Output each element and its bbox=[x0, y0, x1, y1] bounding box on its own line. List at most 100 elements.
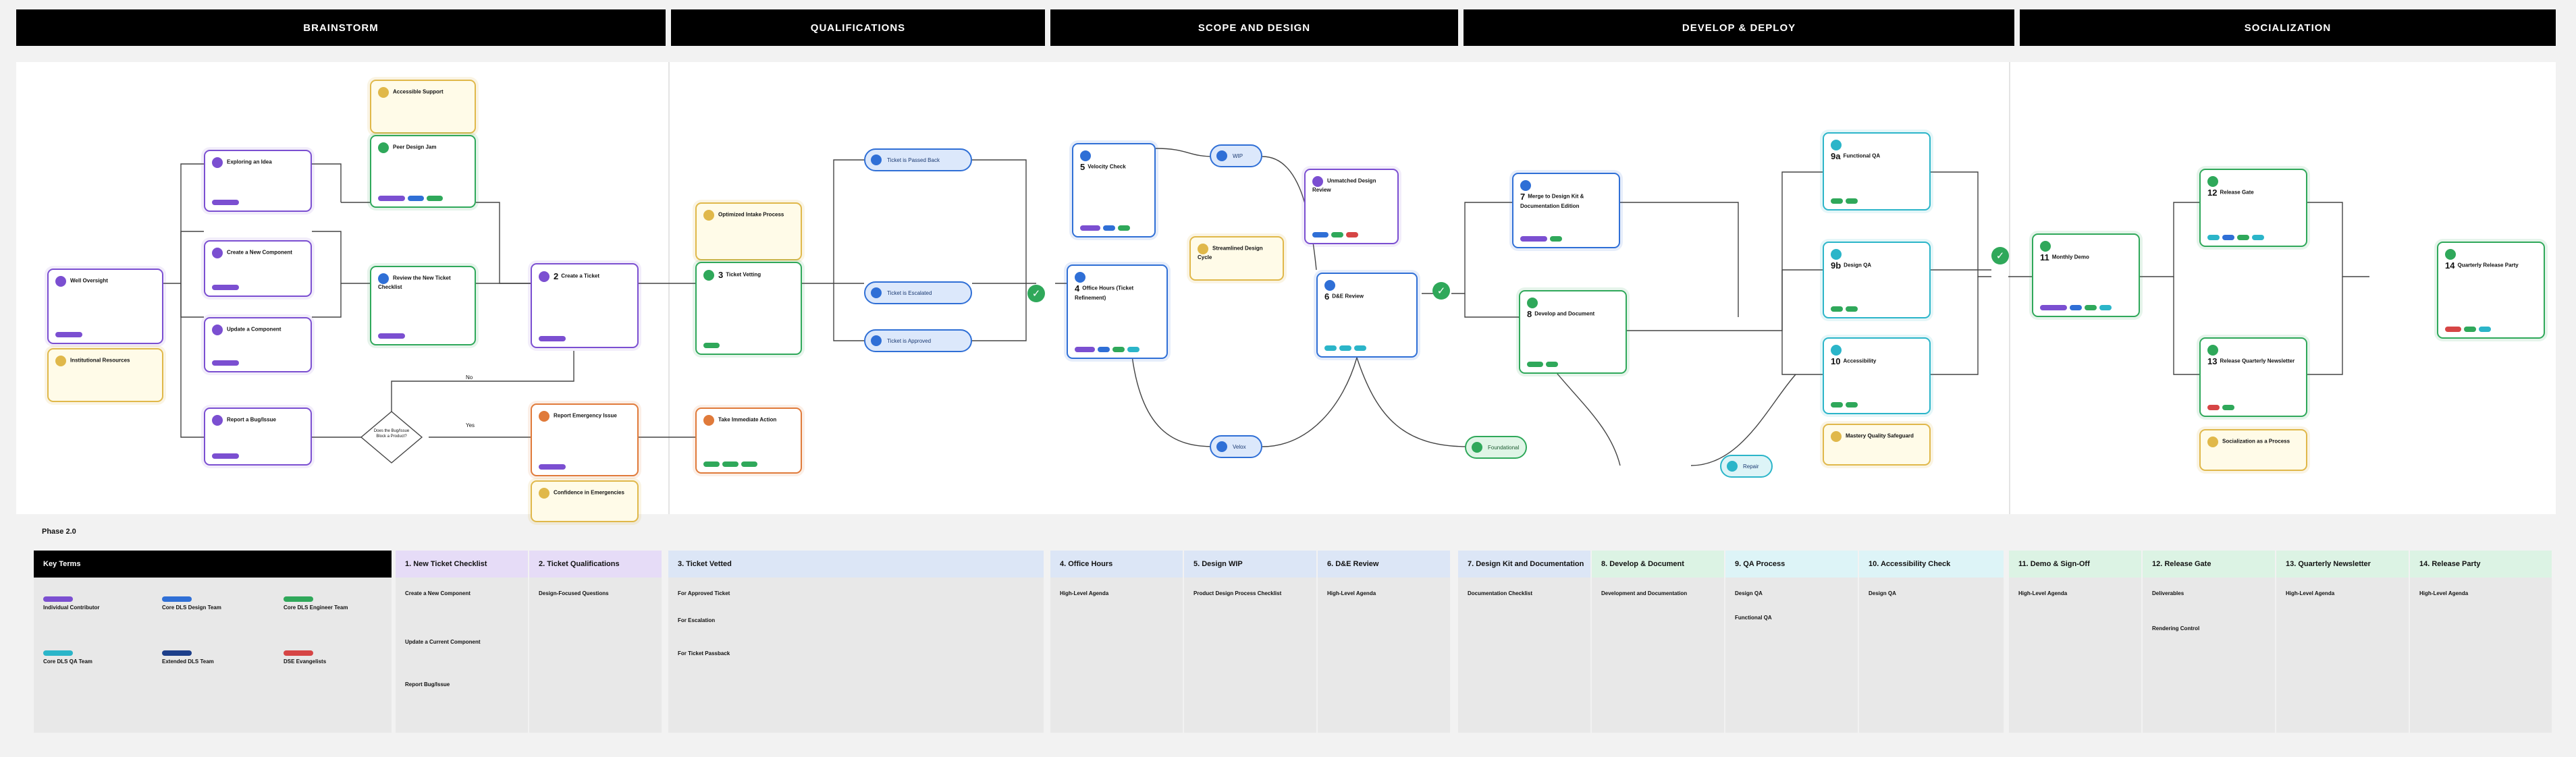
key-term-item: Core DLS QA Team bbox=[43, 650, 92, 665]
band-title: 13. Quarterly Newsletter bbox=[2276, 551, 2409, 578]
card-well-oversight[interactable]: Well Oversight bbox=[47, 269, 163, 344]
card-title: Develop and Document bbox=[1534, 310, 1595, 317]
step-number: 4 bbox=[1075, 283, 1080, 293]
card-unmatched-review[interactable]: Unmatched Design Review bbox=[1304, 169, 1399, 244]
review-check-icon: ✓ bbox=[1432, 282, 1450, 300]
pill-label: Ticket is Approved bbox=[887, 337, 932, 344]
card-title: Unmatched Design Review bbox=[1312, 177, 1376, 193]
flow-connectors bbox=[162, 148, 2369, 466]
pill-label: Ticket is Escalated bbox=[887, 289, 932, 296]
phase-divider bbox=[2009, 62, 2010, 514]
band-title: Key Terms bbox=[34, 551, 392, 578]
card-report-emergency[interactable]: Report Emergency Issue bbox=[531, 403, 639, 476]
band-title: 6. D&E Review bbox=[1318, 551, 1450, 578]
step-badge bbox=[55, 276, 66, 287]
step-number: 9b bbox=[1831, 260, 1842, 271]
key-term-item: Core DLS Design Team bbox=[162, 596, 221, 611]
pill-repair[interactable]: Repair bbox=[1720, 455, 1773, 478]
card-title: Streamlined Design Cycle bbox=[1198, 245, 1263, 260]
pill-label: Foundational bbox=[1488, 444, 1520, 451]
card-create-component[interactable]: Create a New Component bbox=[204, 240, 312, 297]
card-title: Merge to Design Kit & Documentation Edit… bbox=[1520, 193, 1584, 209]
decision-text: Does the Bug/Issue Block a Product? bbox=[373, 429, 410, 439]
card-title: Velocity Check bbox=[1088, 163, 1126, 170]
card-title: Design QA bbox=[1844, 262, 1872, 269]
card-institutional-resources[interactable]: Institutional Resources bbox=[47, 348, 163, 402]
card-socialization-process[interactable]: Socialization as a Process bbox=[2199, 429, 2307, 471]
card-mastery-quality[interactable]: Mastery Quality Safeguard bbox=[1823, 424, 1931, 466]
card-accessible-support[interactable]: Accessible Support bbox=[370, 80, 476, 134]
card-title: Update a Component bbox=[227, 326, 281, 333]
card-peer-design-jam[interactable]: Peer Design Jam bbox=[370, 135, 476, 208]
band-key-terms: Key Terms bbox=[34, 551, 392, 733]
pill-ticket-escalated[interactable]: Ticket is Escalated bbox=[864, 281, 972, 304]
band-ticket-qualifications: 2. Ticket Qualifications Design-Focused … bbox=[529, 551, 662, 733]
step-number: 8 bbox=[1527, 309, 1532, 319]
ticket-dot-icon bbox=[871, 335, 882, 346]
card-title: Monthly Demo bbox=[2051, 254, 2089, 260]
pill-label: WIP bbox=[1233, 152, 1243, 159]
card-title: Report Emergency Issue bbox=[554, 412, 617, 419]
key-term-item: Core DLS Engineer Team bbox=[284, 596, 348, 611]
card-title: Release Gate bbox=[2220, 189, 2254, 196]
pill-velox[interactable]: Velox bbox=[1210, 435, 1262, 458]
band-title: 4. Office Hours bbox=[1050, 551, 1183, 578]
card-title: Accessibility bbox=[1843, 358, 1877, 364]
card-title: Peer Design Jam bbox=[393, 144, 437, 150]
key-term-item: Extended DLS Team bbox=[162, 650, 214, 665]
card-title: Review the New Ticket Checklist bbox=[378, 275, 451, 290]
pill-ticket-approved[interactable]: Ticket is Approved bbox=[864, 329, 972, 352]
wip-dot-icon bbox=[1216, 150, 1227, 161]
edge-label-no: No bbox=[466, 374, 473, 381]
band-title: 9. QA Process bbox=[1725, 551, 1858, 578]
band-quarterly-newsletter: 13. Quarterly Newsletter High-Level Agen… bbox=[2276, 551, 2409, 733]
card-streamlined-cycle[interactable]: Streamlined Design Cycle bbox=[1189, 236, 1284, 281]
card-confidence-emergencies[interactable]: Confidence in Emergencies bbox=[531, 480, 639, 522]
band-accessibility-check: 10. Accessibility Check Design QA bbox=[1859, 551, 2004, 733]
band-title: 8. Develop & Document bbox=[1592, 551, 1724, 578]
band-title: 11. Demo & Sign-Off bbox=[2009, 551, 2141, 578]
step-number: 10 bbox=[1831, 356, 1841, 366]
card-take-action[interactable]: Take Immediate Action bbox=[695, 408, 802, 474]
card-optimized-intake[interactable]: Optimized Intake Process bbox=[695, 202, 802, 260]
card-title: Mastery Quality Safeguard bbox=[1846, 432, 1914, 439]
band-title: 2. Ticket Qualifications bbox=[529, 551, 662, 578]
band-design-wip: 5. Design WIP Product Design Process Che… bbox=[1184, 551, 1316, 733]
step-number: 12 bbox=[2207, 188, 2218, 198]
approved-check-icon: ✓ bbox=[1027, 285, 1045, 302]
band-new-ticket-checklist: 1. New Ticket Checklist Create a New Com… bbox=[396, 551, 528, 733]
foundational-dot-icon bbox=[1472, 442, 1482, 453]
ticket-dot-icon bbox=[871, 287, 882, 298]
header-socialization: SOCIALIZATION bbox=[2020, 9, 2556, 46]
card-review-ticket-checklist[interactable]: Review the New Ticket Checklist bbox=[370, 266, 476, 345]
pill-label: Ticket is Passed Back bbox=[887, 157, 940, 163]
header-qualifications: QUALIFICATIONS bbox=[671, 9, 1045, 46]
card-update-component[interactable]: Update a Component bbox=[204, 317, 312, 372]
step-number: 5 bbox=[1080, 162, 1085, 172]
card-exploring-idea[interactable]: Exploring an Idea bbox=[204, 150, 312, 212]
phase-divider bbox=[668, 62, 670, 514]
pill-foundational[interactable]: Foundational bbox=[1465, 436, 1527, 459]
step-number: 14 bbox=[2445, 260, 2455, 271]
step-number: 7 bbox=[1520, 192, 1526, 202]
band-develop-document: 8. Develop & Document Development and Do… bbox=[1592, 551, 1724, 733]
pill-ticket-passed-back[interactable]: Ticket is Passed Back bbox=[864, 148, 972, 171]
card-report-bug[interactable]: Report a Bug/Issue bbox=[204, 408, 312, 466]
card-title: Exploring an Idea bbox=[227, 159, 272, 165]
pill-wip[interactable]: WIP bbox=[1210, 144, 1262, 167]
